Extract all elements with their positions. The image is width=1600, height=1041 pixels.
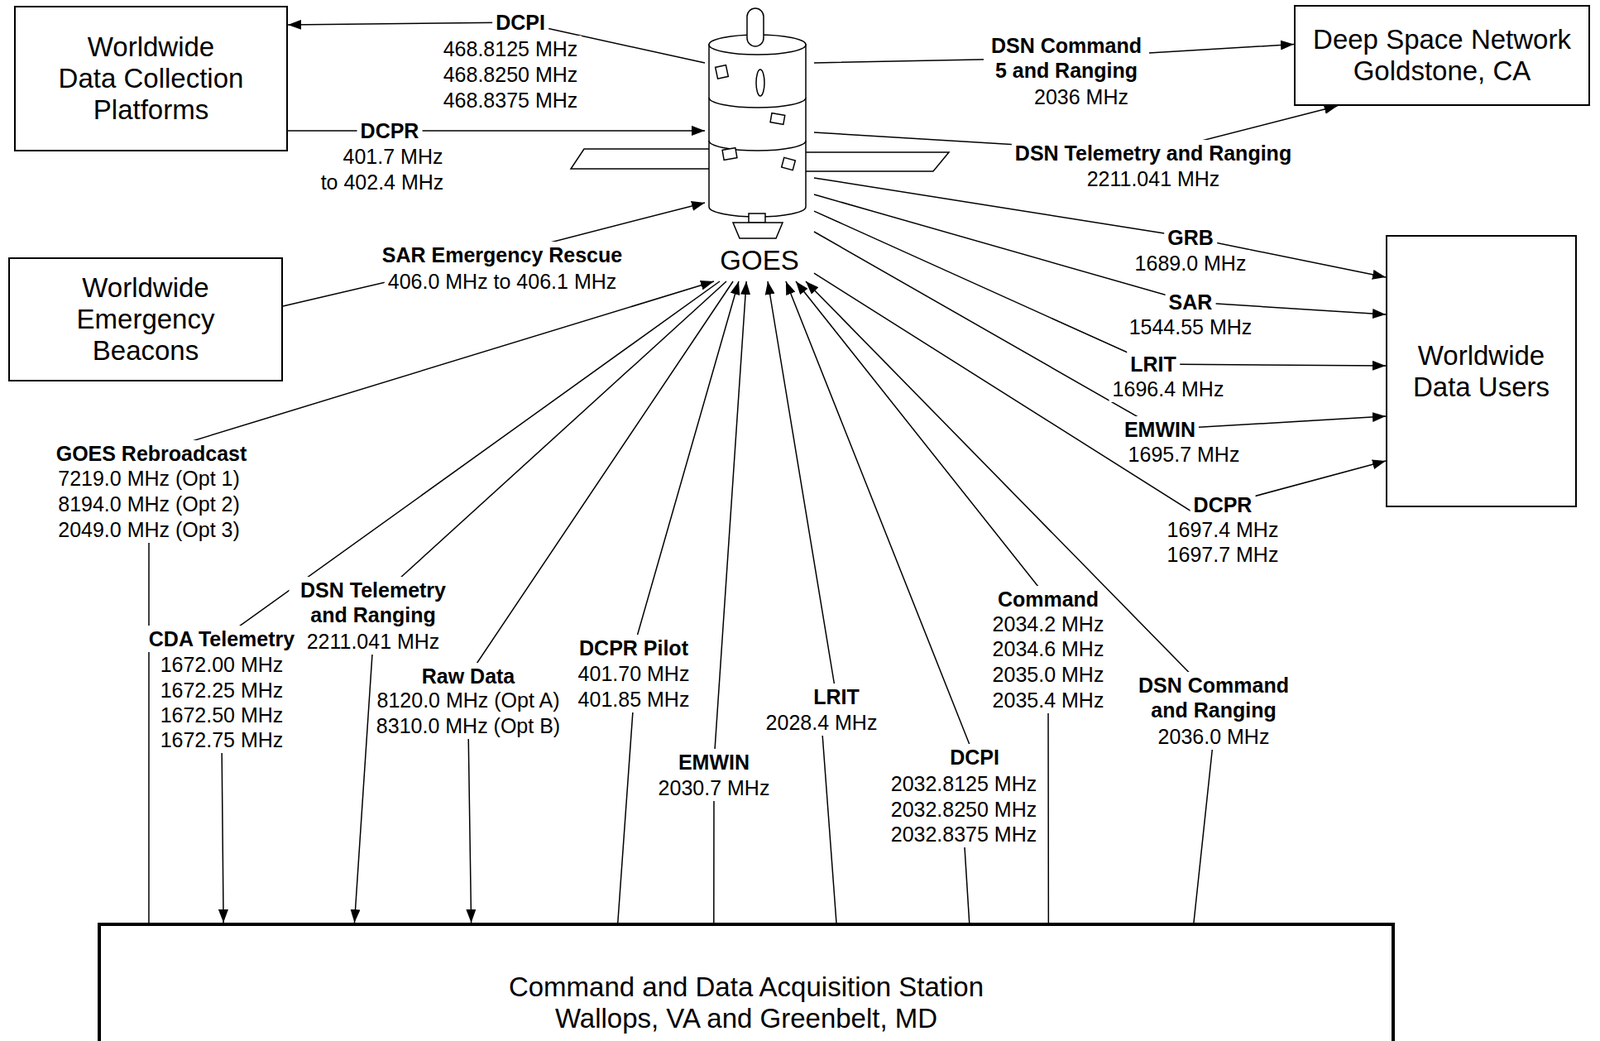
link-name: DSN Telemetry and Ranging	[289, 576, 458, 628]
frequency-label: 406.0 MHz to 406.1 MHz	[384, 268, 621, 295]
frequency-label: 2036.0 MHz	[1154, 723, 1274, 750]
frequency-label: 2035.0 MHz	[989, 661, 1108, 688]
link-line	[221, 281, 720, 923]
link-name: EMWIN	[1120, 416, 1199, 443]
frequency-label: 1672.00 MHz	[157, 651, 288, 678]
link-line	[468, 281, 733, 923]
frequency-label: 401.7 MHz	[340, 143, 447, 170]
link-line	[814, 210, 1386, 366]
link-line	[814, 194, 1386, 315]
frequency-label: 2034.6 MHz	[989, 635, 1108, 662]
sensor-window	[770, 113, 786, 125]
frequency-label: 1695.7 MHz	[1125, 440, 1244, 468]
link-name: LRIT	[1126, 350, 1180, 378]
frequency-label: to 402.4 MHz	[317, 168, 448, 196]
link-name: DCPI	[492, 9, 549, 36]
frequency-label: 2032.8250 MHz	[887, 795, 1041, 823]
frequency-label: 2032.8375 MHz	[887, 820, 1041, 848]
dish	[732, 222, 783, 239]
frequency-label: 468.8250 MHz	[440, 61, 582, 88]
station-box: Command and Data Acquisition Station Wal…	[97, 922, 1395, 1041]
body-band	[708, 140, 806, 151]
link-name: GRB	[1164, 224, 1217, 251]
link-line	[814, 177, 1386, 278]
frequency-label: 401.70 MHz	[574, 660, 694, 687]
satellite-body	[708, 44, 806, 217]
frequency-label: 1697.4 MHz	[1164, 516, 1283, 543]
antenna	[747, 8, 764, 47]
link-line	[767, 281, 837, 923]
user-box: Worldwide Data Users	[1385, 234, 1577, 508]
frequency-label: 2036 MHz	[1030, 83, 1132, 111]
sensor-window	[756, 69, 765, 96]
link-name: EMWIN	[675, 748, 753, 776]
link-name: DSN Command and Ranging	[1127, 671, 1300, 724]
link-name: DCPR	[357, 117, 423, 144]
link-line	[814, 231, 1386, 430]
frequency-label: 8194.0 MHz (Opt 2)	[54, 490, 244, 518]
platform-box: Worldwide Data Collection Platforms	[14, 5, 288, 152]
link-name: SAR Emergency Rescue	[378, 241, 626, 269]
frequency-label: 2030.7 MHz	[655, 774, 774, 801]
link-line	[282, 202, 705, 307]
link-name: DSN Telemetry and Ranging	[1011, 139, 1295, 167]
link-name: SAR	[1165, 288, 1217, 316]
frequency-label: 1672.50 MHz	[157, 701, 288, 729]
link-name: CDA Telemetry	[145, 625, 298, 652]
link-line	[713, 281, 747, 923]
node-text: Command and Data Acquisition Station Wal…	[498, 971, 995, 1035]
frequency-label: 2211.041 MHz	[303, 627, 444, 655]
frequency-label: 1697.7 MHz	[1164, 541, 1283, 568]
frequency-label: 468.8125 MHz	[440, 35, 582, 63]
link-name: DCPR	[1190, 491, 1256, 518]
link-name: DCPI	[946, 743, 1003, 771]
node-text: Worldwide Data Users	[1398, 340, 1565, 403]
link-line	[814, 273, 1386, 512]
frequency-label: 2211.041 MHz	[1083, 165, 1224, 192]
node-text: GOES	[719, 244, 799, 277]
link-line	[287, 129, 705, 132]
node-text: Worldwide Data Collection Platforms	[57, 31, 246, 126]
link-line	[617, 281, 739, 923]
frequency-label: 468.8375 MHz	[440, 86, 582, 114]
frequency-label: 2034.2 MHz	[989, 610, 1108, 638]
node-text: Worldwide Emergency Beacons	[62, 272, 229, 367]
sensor-window	[715, 65, 729, 79]
link-name: DSN Command 5 and Ranging	[983, 32, 1150, 84]
frequency-label: 2028.4 MHz	[762, 708, 882, 736]
ground-station-box: Deep Space Network Goldstone, CA	[1293, 4, 1591, 106]
frequency-label: 1672.25 MHz	[157, 676, 288, 704]
dish-stem	[748, 213, 766, 223]
frequency-label: 2035.4 MHz	[989, 686, 1108, 714]
frequency-label: 1672.75 MHz	[157, 726, 288, 753]
frequency-label: 1544.55 MHz	[1125, 313, 1256, 341]
frequency-label: 7219.0 MHz (Opt 1)	[54, 464, 244, 492]
sensor-window	[781, 157, 796, 170]
frequency-label: 2032.8125 MHz	[887, 770, 1041, 797]
frequency-label: 1689.0 MHz	[1131, 249, 1251, 277]
link-name: Raw Data	[418, 662, 519, 690]
sensor-window	[722, 148, 738, 161]
solar-panel	[795, 152, 949, 172]
beacon-box: Worldwide Emergency Beacons	[8, 257, 283, 382]
frequency-label: 8120.0 MHz (Opt A)	[373, 686, 564, 714]
frequency-label: 1696.4 MHz	[1109, 375, 1228, 403]
body-band	[708, 97, 806, 108]
link-name: DCPR Pilot	[575, 634, 692, 662]
link-name: Command	[994, 585, 1102, 613]
frequency-label: 401.85 MHz	[574, 685, 694, 713]
satellite: GOES	[704, 33, 815, 282]
frequency-label: 8310.0 MHz (Opt B)	[373, 712, 564, 739]
link-name: GOES Rebroadcast	[52, 440, 251, 467]
frequency-label: 2049.0 MHz (Opt 3)	[54, 516, 244, 543]
link-name: LRIT	[809, 683, 863, 710]
node-text: Deep Space Network Goldstone, CA	[1305, 23, 1579, 87]
